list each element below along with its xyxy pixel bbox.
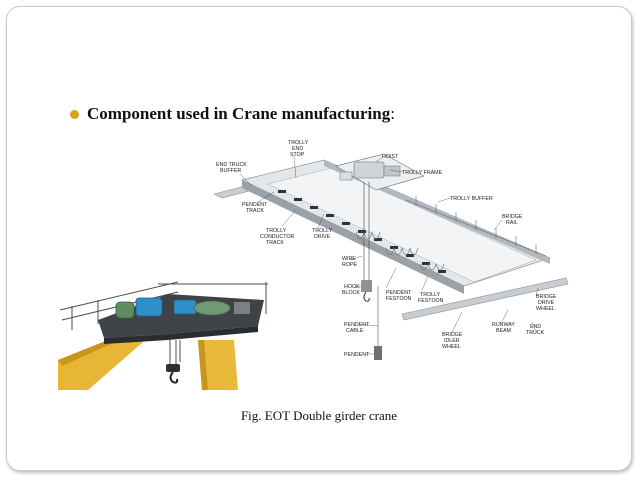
label-end-truck-1: END xyxy=(530,324,541,330)
label-end-truck-buffer-2: BUFFER xyxy=(220,168,241,174)
figure-caption: Fig. EOT Double girder crane xyxy=(240,408,398,423)
label-trolly-buffer: TROLLY BUFFER xyxy=(450,196,493,202)
label-bridge-idler-wheel-1: BRIDGE xyxy=(442,332,463,338)
label-trolly-festoon-2: FESTOON xyxy=(418,298,444,304)
label-runway-beam-2: BEAM xyxy=(496,328,511,334)
label-runway-beam-1: RUNWAY xyxy=(492,322,515,328)
label-pendent: PENDENT xyxy=(344,352,370,358)
label-wire-rope-2: ROPE xyxy=(342,262,357,268)
crane-diagram: TROLLY END STOP HOIST END TRUCK BUFFER T… xyxy=(213,140,569,360)
label-bridge-rail-2: RAIL xyxy=(506,220,518,226)
label-trolly-drive-1: TROLLY xyxy=(312,228,333,234)
label-pendent-track-1: PENDENT xyxy=(242,202,268,208)
label-trolly-conductor-track-2: CONDUCTOR xyxy=(260,234,295,240)
crane-photo xyxy=(58,274,268,390)
label-trolly-conductor-track-1: TROLLY xyxy=(266,228,287,234)
label-end-truck-buffer-1: END TRUCK xyxy=(216,162,247,168)
label-pendent-festoon-1: PENDENT xyxy=(386,290,412,296)
label-trolly-end-stop-2: END xyxy=(292,146,303,152)
label-bridge-drive-wheel-1: BRIDGE xyxy=(536,294,557,300)
label-pendent-track-2: TRACK xyxy=(246,208,264,214)
label-hook-block-2: BLOCK xyxy=(342,290,360,296)
label-trolly-drive-2: DRIVE xyxy=(314,234,331,240)
label-trolly-conductor-track-3: TRACK xyxy=(266,240,284,246)
bullet-icon xyxy=(70,109,79,119)
label-pendent-cable-1: PENDENT xyxy=(344,322,370,328)
label-trolly-end-stop-3: STOP xyxy=(290,152,305,158)
label-bridge-idler-wheel-3: WHEEL xyxy=(442,344,461,350)
label-trolly-festoon-1: TROLLY xyxy=(420,292,441,298)
label-wire-rope-1: WIRE xyxy=(342,256,356,262)
label-trolly-frame: TROLLY FRAME xyxy=(402,170,443,176)
label-end-truck-2: TRUCK xyxy=(526,330,545,336)
label-bridge-drive-wheel-2: DRIVE xyxy=(538,300,555,306)
slide-frame xyxy=(6,6,632,471)
label-pendent-cable-2: CABLE xyxy=(346,328,364,334)
label-bridge-idler-wheel-2: IDLER xyxy=(444,338,460,344)
bullet-point: Component used in Crane manufacturing : xyxy=(70,104,395,124)
label-hook-block-1: HOOK xyxy=(344,284,360,290)
label-bridge-rail-1: BRIDGE xyxy=(502,214,523,220)
slide-heading: Component used in Crane manufacturing xyxy=(87,104,391,123)
label-hoist: HOIST xyxy=(382,154,399,160)
label-trolly-end-stop-1: TROLLY xyxy=(288,140,309,146)
label-bridge-drive-wheel-3: WHEEL xyxy=(536,306,555,312)
slide-heading-colon: : xyxy=(390,104,395,123)
label-pendent-festoon-2: FESTOON xyxy=(386,296,412,302)
